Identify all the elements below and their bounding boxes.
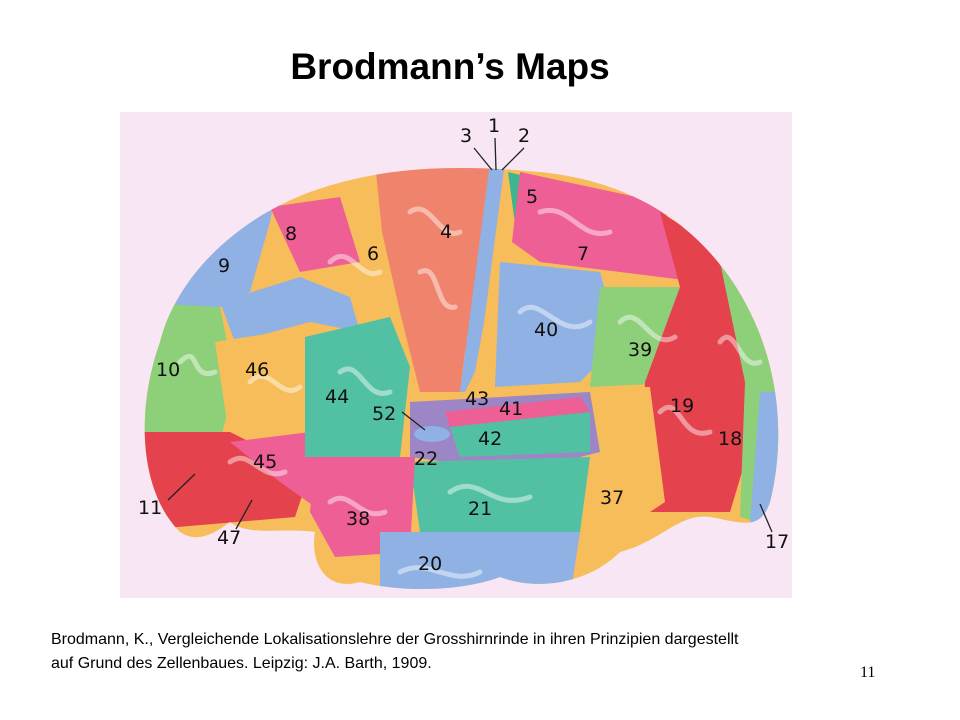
area-label-39: 39 [628, 339, 652, 361]
area-label-18: 18 [718, 428, 742, 450]
area-label-44: 44 [325, 386, 349, 408]
brodmann-brain-figure: 1 2 3 4 5 6 7 8 9 10 11 17 18 19 20 21 2… [120, 112, 792, 598]
area-label-22: 22 [414, 448, 438, 470]
area-label-9: 9 [218, 255, 230, 277]
area-region [414, 426, 450, 442]
area-region [410, 457, 590, 532]
area-label-6: 6 [367, 243, 379, 265]
area-label-20: 20 [418, 553, 442, 575]
leader-lines [167, 137, 773, 533]
area-label-11: 11 [138, 497, 162, 519]
area-region [450, 412, 590, 457]
page-number: 11 [860, 664, 876, 681]
citation: Brodmann, K., Vergleichende Lokalisation… [51, 628, 891, 676]
area-region [305, 317, 410, 457]
area-label-8: 8 [285, 223, 297, 245]
area-label-5: 5 [526, 186, 538, 208]
area-region [445, 397, 590, 427]
area-label-4: 4 [440, 221, 452, 243]
area-label-38: 38 [346, 508, 370, 530]
area-region [460, 168, 505, 392]
area-label-52: 52 [372, 403, 396, 425]
area-label-47: 47 [217, 527, 241, 549]
area-label-41: 41 [499, 398, 523, 420]
area-label-17: 17 [765, 531, 789, 553]
area-label-3: 3 [460, 125, 472, 147]
area-region [495, 262, 620, 387]
area-region [375, 168, 495, 392]
area-region [380, 532, 580, 589]
area-label-45: 45 [253, 451, 277, 473]
area-label-19: 19 [670, 395, 694, 417]
area-label-10: 10 [156, 359, 180, 381]
area-region [512, 172, 700, 282]
citation-line-1: Brodmann, K., Vergleichende Lokalisation… [51, 631, 739, 648]
area-region [215, 327, 320, 442]
area-label-21: 21 [468, 498, 492, 520]
area-label-37: 37 [600, 487, 624, 509]
area-label-2: 2 [518, 125, 530, 147]
area-label-1: 1 [488, 115, 500, 137]
gyri-texture [177, 206, 763, 579]
area-region [270, 197, 360, 272]
area-region [475, 168, 520, 392]
area-label-43: 43 [465, 388, 489, 410]
area-region [220, 277, 360, 342]
area-label-42: 42 [478, 428, 502, 450]
area-label-46: 46 [245, 359, 269, 381]
brain-map-svg: 1 2 3 4 5 6 7 8 9 10 11 17 18 19 20 21 2… [138, 115, 789, 589]
area-label-7: 7 [577, 243, 589, 265]
area-label-40: 40 [534, 319, 558, 341]
area-region [750, 392, 779, 532]
citation-line-2: auf Grund des Zellenbaues. Leipzig: J.A.… [51, 655, 432, 672]
slide-title: Brodmann’s Maps [290, 46, 610, 87]
